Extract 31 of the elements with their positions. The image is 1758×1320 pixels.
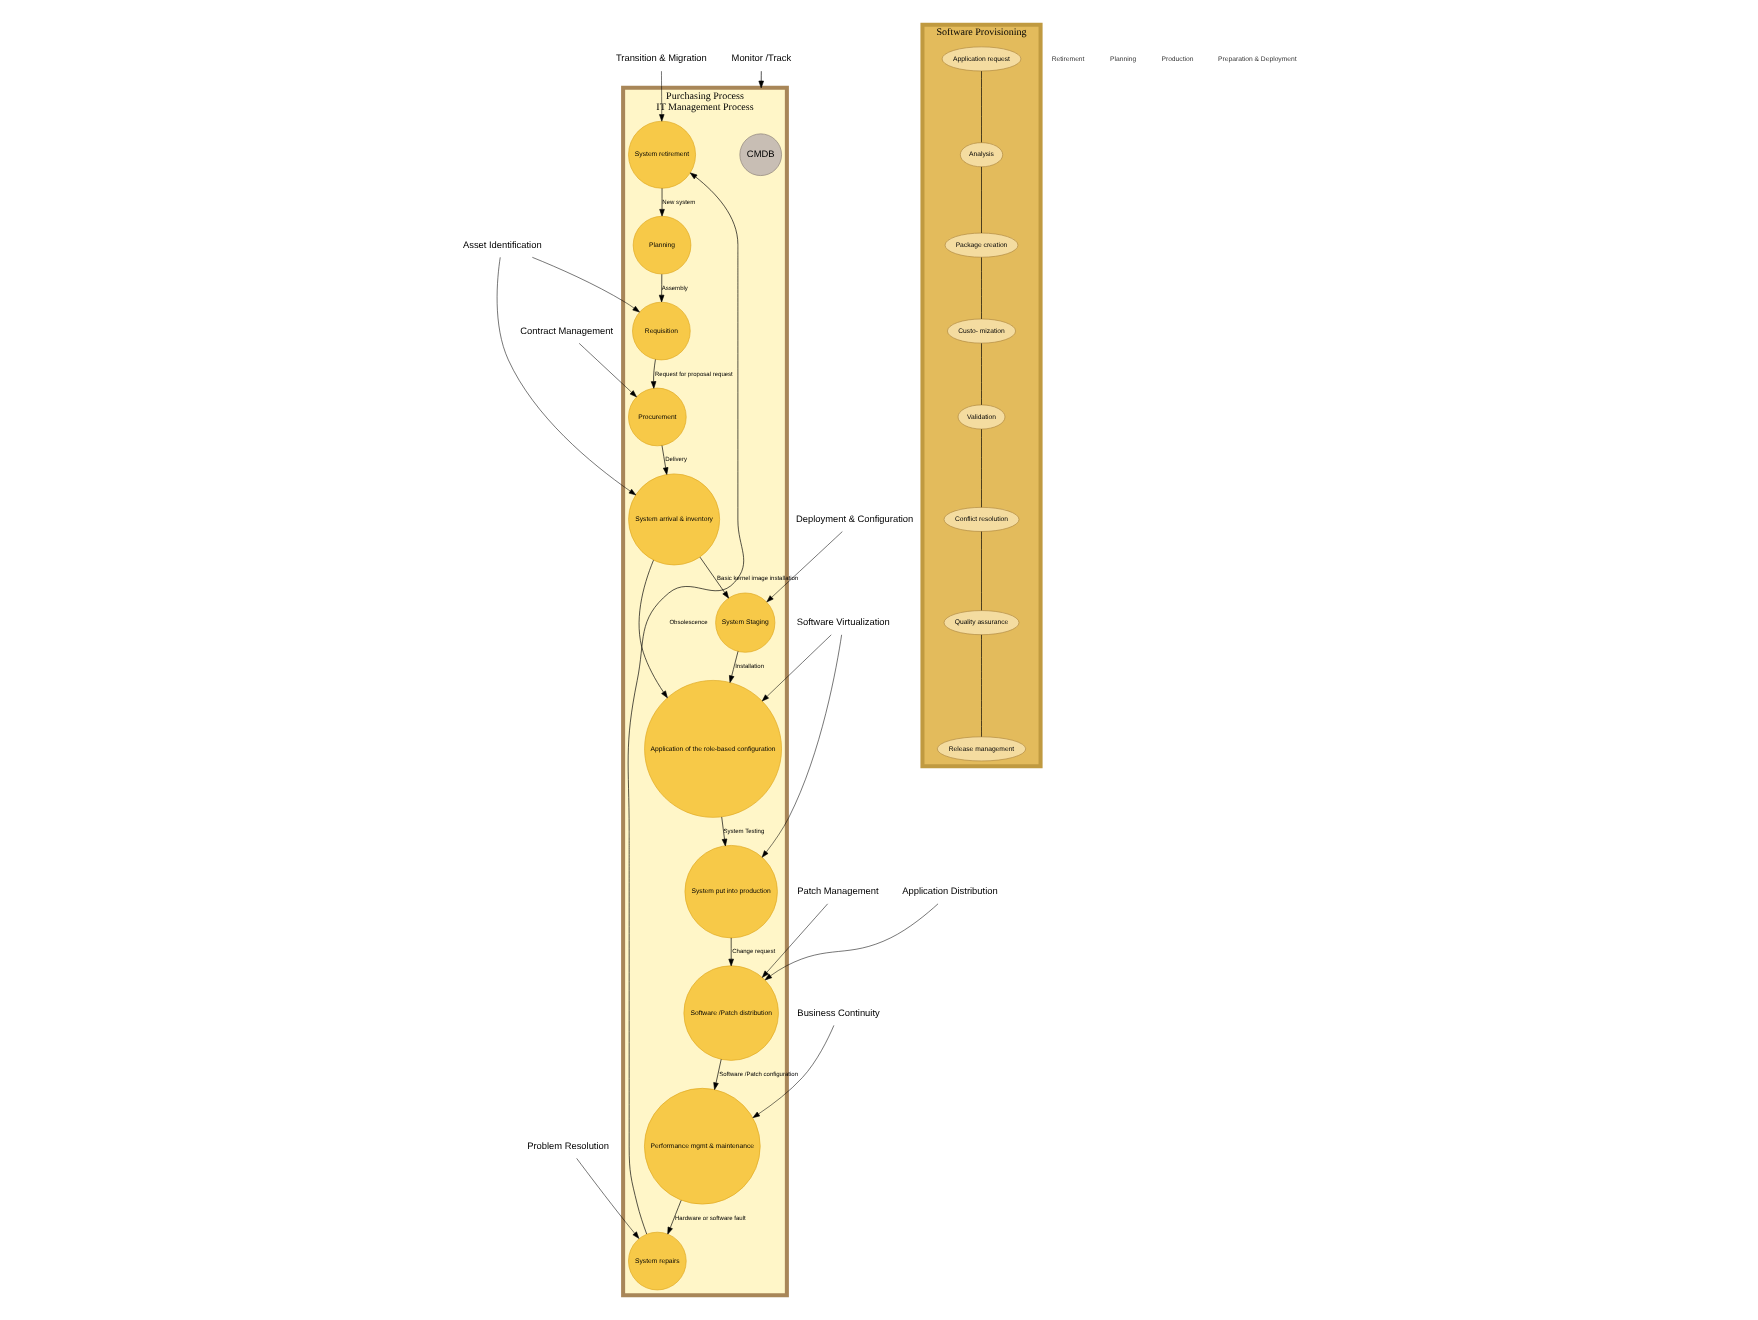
arrow — [763, 903, 938, 981]
arrow — [720, 816, 727, 847]
arrow — [575, 1158, 639, 1239]
arrow — [626, 172, 743, 1235]
arrow — [698, 556, 728, 599]
connector — [980, 257, 981, 320]
arrow — [765, 531, 842, 603]
arrow — [495, 257, 636, 496]
arrow — [660, 445, 668, 475]
connector — [980, 634, 981, 738]
connector — [980, 428, 981, 508]
arrow — [658, 188, 664, 217]
arrow — [531, 257, 639, 313]
arrow — [637, 559, 667, 699]
arrow — [760, 634, 831, 702]
connector — [980, 531, 981, 611]
arrow — [666, 1199, 681, 1235]
arrow — [757, 70, 763, 89]
arrow — [761, 903, 827, 978]
arrow — [760, 634, 841, 858]
arrow — [728, 651, 738, 683]
connector — [980, 342, 981, 406]
connector — [980, 70, 981, 143]
arrow — [751, 1025, 834, 1118]
arrow — [657, 273, 664, 303]
arrow — [649, 359, 656, 389]
arrow — [727, 937, 733, 967]
arrow — [577, 343, 636, 398]
arrow — [658, 70, 664, 122]
connector — [980, 166, 981, 234]
arrow — [712, 1058, 721, 1090]
